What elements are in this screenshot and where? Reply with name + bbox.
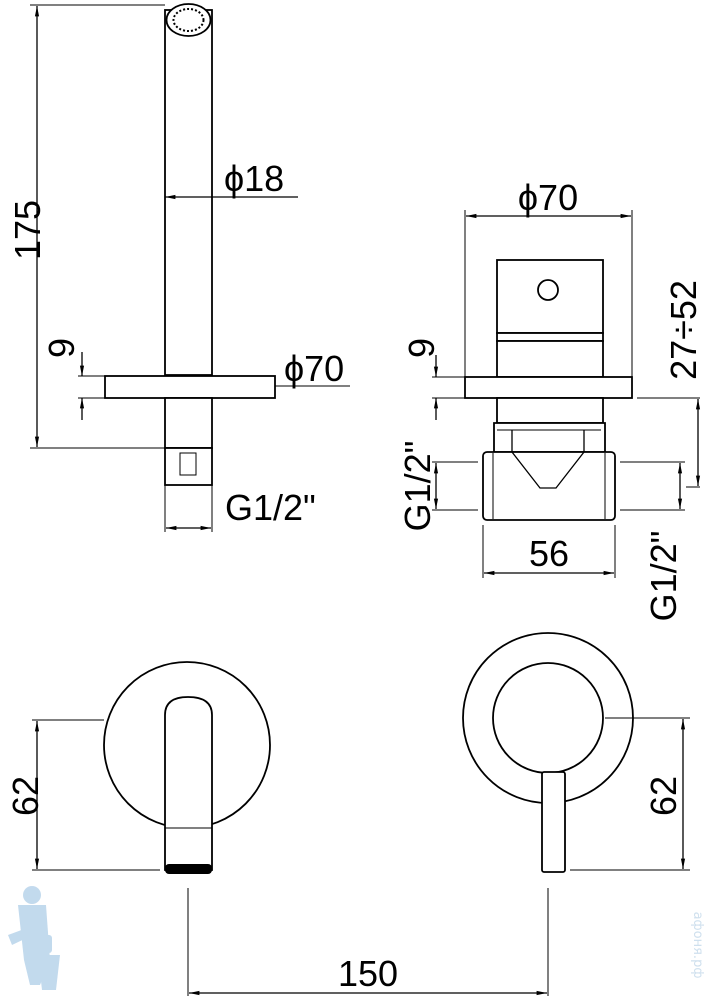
inlet-thread-right-label: G1/2" bbox=[643, 531, 684, 622]
lever-height-label: 62 bbox=[643, 776, 684, 816]
spout-front-view bbox=[32, 661, 271, 874]
wall-plate bbox=[464, 376, 633, 399]
mixer-plate-thickness-label: 9 bbox=[401, 338, 442, 358]
mixer-plate-diameter-label: ϕ70 bbox=[518, 177, 578, 218]
wall-plate bbox=[104, 375, 276, 399]
spout-body bbox=[164, 696, 213, 871]
lever-handle bbox=[541, 771, 566, 873]
spacing-label: 150 bbox=[338, 953, 398, 994]
spout-side-view bbox=[30, 3, 350, 532]
valve-body bbox=[482, 451, 616, 521]
hex-connector bbox=[164, 447, 213, 486]
spout-pipe bbox=[164, 9, 213, 376]
spout-stem bbox=[164, 397, 213, 449]
lever-front-view bbox=[462, 632, 690, 873]
spout-height-label: 62 bbox=[5, 776, 46, 816]
depth-range-label: 27÷52 bbox=[663, 280, 704, 380]
spout-diameter-label: ϕ18 bbox=[224, 158, 284, 199]
body-width-label: 56 bbox=[529, 533, 569, 574]
watermark-mascot-icon bbox=[8, 886, 60, 990]
plate-thickness-label: 9 bbox=[41, 338, 82, 358]
thread-label: G1/2" bbox=[225, 487, 316, 528]
mixer-side-view bbox=[432, 210, 701, 578]
inlet-thread-left-label: G1/2" bbox=[397, 441, 438, 532]
plate-diameter-label: ϕ70 bbox=[284, 348, 344, 389]
handle-base bbox=[492, 662, 604, 774]
height-175-label: 175 bbox=[7, 200, 48, 260]
watermark-text: афоня.рф bbox=[690, 912, 705, 979]
spacing-dimension bbox=[187, 888, 549, 996]
